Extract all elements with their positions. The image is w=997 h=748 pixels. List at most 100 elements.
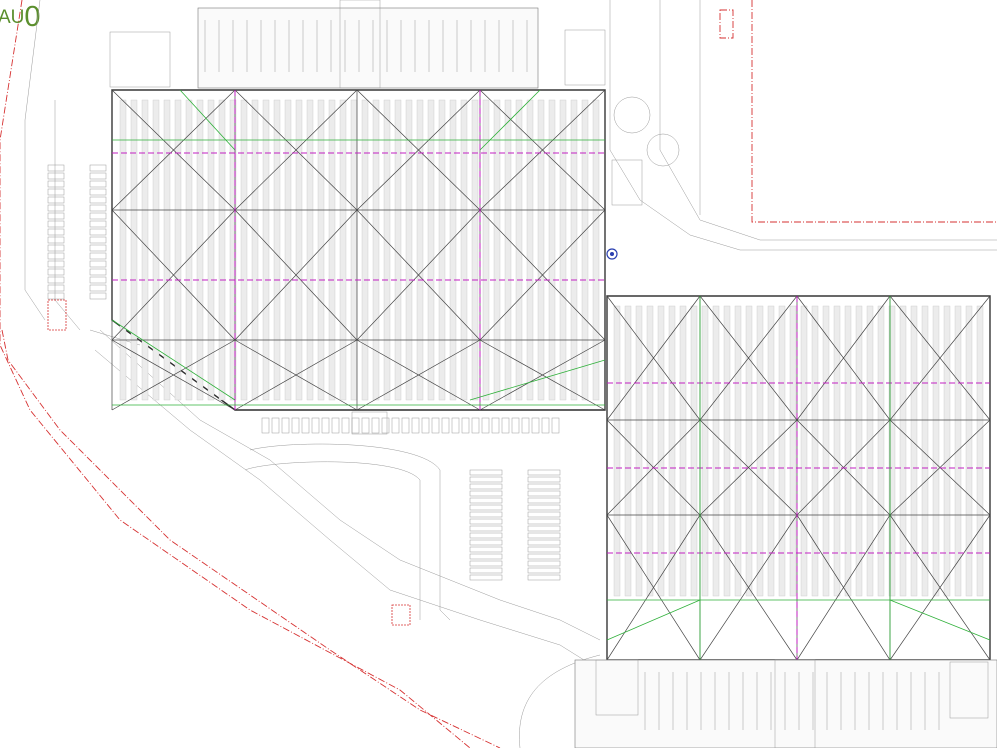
parking-stall [451, 417, 460, 434]
parking-stall [89, 268, 107, 276]
parking-stall [47, 268, 65, 276]
rack-row [789, 305, 797, 597]
parking-stall [291, 417, 300, 434]
parking-stall [301, 417, 310, 434]
parking-stall [469, 539, 503, 546]
roof-line [889, 514, 991, 661]
parking-stall [469, 476, 503, 483]
rack-row [657, 305, 665, 597]
parking-stall [47, 284, 65, 292]
target-icon [606, 248, 618, 260]
roof-line [479, 209, 606, 341]
parking-stall [89, 212, 107, 220]
rack-row [251, 99, 259, 401]
parking-stall [47, 212, 65, 220]
parking-stall [527, 539, 561, 546]
rack-row [152, 99, 160, 401]
rack-row [932, 305, 940, 597]
parking-stall [47, 292, 65, 300]
parking-stall [89, 180, 107, 188]
parking-stall [89, 260, 107, 268]
parking-stall [469, 511, 503, 518]
parking-stall [469, 518, 503, 525]
roof-line [796, 514, 891, 661]
parking-stall [401, 417, 410, 434]
roof-line [356, 209, 481, 341]
rack-row [613, 305, 621, 597]
fire-hatches [47, 299, 411, 626]
rack-row [581, 99, 589, 401]
rack-row [416, 99, 424, 401]
parking-stall [511, 417, 520, 434]
rack-row [899, 305, 907, 597]
parking-stall [47, 188, 65, 196]
parking-stall [89, 284, 107, 292]
rack-row [723, 305, 731, 597]
parking-stall [527, 483, 561, 490]
rack-row [383, 99, 391, 401]
rack-row [756, 305, 764, 597]
parking-stall [47, 236, 65, 244]
building-2 [574, 295, 997, 748]
roof-line [699, 419, 798, 516]
parking-stall [311, 417, 320, 434]
parking-stall [469, 567, 503, 574]
rack-row [559, 99, 567, 401]
parking-stall [527, 476, 561, 483]
rack-row [800, 305, 808, 597]
parking-stall [261, 417, 270, 434]
rack-row [163, 99, 171, 401]
roof-line [606, 295, 701, 421]
parking-stall [551, 417, 560, 434]
rack-row [855, 305, 863, 597]
parking-stall [371, 417, 380, 434]
rack-row [449, 99, 457, 401]
rack-row [954, 305, 962, 597]
rack-row [218, 99, 226, 401]
parking-stall [469, 553, 503, 560]
rack-row [822, 305, 830, 597]
roof-line [479, 339, 606, 411]
roof-line [234, 339, 358, 411]
parking-stall [89, 276, 107, 284]
parking-stall [527, 532, 561, 539]
level-number: 0 [24, 1, 41, 33]
rack-row [679, 305, 687, 597]
rack-row [185, 99, 193, 401]
parking-stall [47, 244, 65, 252]
parking-stall [461, 417, 470, 434]
water-tanks [611, 96, 680, 206]
rack-row [339, 99, 347, 401]
roof-line [111, 89, 236, 211]
rack-row [427, 99, 435, 401]
parking-stall [441, 417, 450, 434]
parking-stall [527, 490, 561, 497]
rack-row [888, 305, 896, 597]
parking-stall [527, 469, 561, 476]
parking-stall [89, 172, 107, 180]
parking-stall [47, 252, 65, 260]
rack-row [306, 99, 314, 401]
parking-stall [321, 417, 330, 434]
parking-areas [47, 164, 561, 581]
rack-row [317, 99, 325, 401]
roof-line [234, 209, 358, 341]
rack-row [877, 305, 885, 597]
parking-stall [541, 417, 550, 434]
rack-row [493, 99, 501, 401]
parking-stall [381, 417, 390, 434]
roof-line [479, 89, 606, 211]
parking-stall [89, 196, 107, 204]
parking-stall [469, 504, 503, 511]
rack-row [866, 305, 874, 597]
rack-row [394, 99, 402, 401]
parking-stall [47, 228, 65, 236]
roof-line [356, 339, 481, 411]
rack-row [833, 305, 841, 597]
rack-row [471, 99, 479, 401]
parking-stall [89, 228, 107, 236]
rack-row [196, 99, 204, 401]
parking-stall [527, 504, 561, 511]
rack-row [361, 99, 369, 401]
